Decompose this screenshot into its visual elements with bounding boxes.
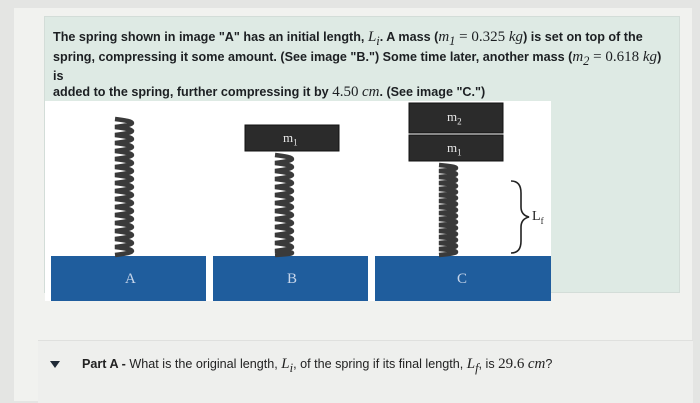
label-C: C	[457, 271, 468, 287]
compression-unit: cm	[361, 83, 380, 100]
m2-unit: kg	[642, 48, 658, 65]
mass-m2-label-C: m2	[447, 109, 462, 127]
mass-m1-C	[408, 134, 504, 162]
part-a-title: Part A	[82, 357, 119, 371]
base-B	[213, 256, 368, 301]
lf-label: Lf	[532, 209, 544, 226]
spring-diagram	[51, 102, 551, 301]
content-frame: The spring shown in image "A" has an ini…	[14, 8, 693, 403]
problem-text: The spring shown in image "A" has an ini…	[53, 29, 662, 100]
var-Li-q: Li	[281, 356, 294, 375]
base-C	[375, 256, 551, 301]
compression-value: 4.50	[332, 83, 359, 100]
var-Lf-q: Lf	[466, 356, 479, 375]
mass-m1-label-C: m1	[447, 140, 462, 158]
m1-expression: m1	[438, 29, 456, 48]
final-length-unit: cm	[527, 356, 546, 372]
spring-B	[274, 152, 295, 258]
spring-figure: m1 m2 m1 Lf A B C	[45, 101, 551, 301]
collapse-caret-icon[interactable]	[50, 361, 60, 369]
m2-value: = 0.618	[589, 48, 643, 65]
label-A: A	[125, 271, 136, 287]
mass-m2-C	[408, 102, 504, 134]
base-A	[51, 256, 206, 301]
text-segment: The spring shown in image "A" has an ini…	[53, 30, 365, 44]
lf-brace	[510, 180, 530, 254]
label-B: B	[287, 271, 298, 287]
mass-m1-label-B: m1	[283, 130, 298, 148]
final-length-value: 29.6	[498, 356, 525, 372]
var-Li: Li	[367, 29, 380, 48]
spring-A	[114, 116, 135, 258]
m2-expression: m2	[572, 48, 590, 68]
spring-C	[438, 162, 459, 258]
m1-value: = 0.325	[455, 29, 509, 45]
part-a-section[interactable]: Part A - What is the original length, Li…	[38, 340, 693, 403]
problem-statement-panel: The spring shown in image "A" has an ini…	[44, 16, 680, 301]
m1-unit: kg	[508, 29, 524, 45]
part-a-question: Part A - What is the original length, Li…	[82, 356, 553, 375]
mass-m1-B	[244, 124, 340, 152]
